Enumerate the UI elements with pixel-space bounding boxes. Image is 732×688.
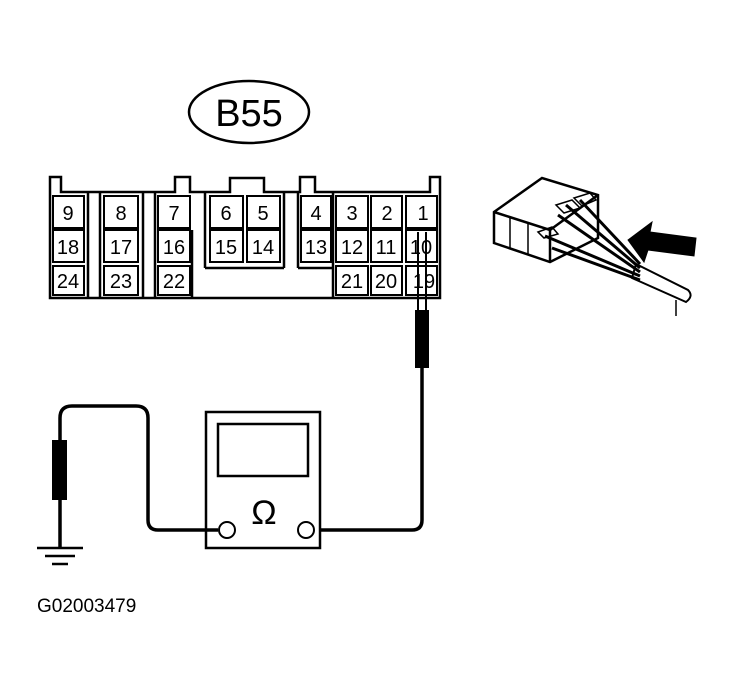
ohmmeter-icon: Ω [204,410,322,550]
pin-13: 13 [305,237,327,259]
probe-icon [318,232,429,532]
pin-9: 9 [62,203,73,225]
pin-5: 5 [257,203,268,225]
connector-id-label: B55 [215,93,283,135]
connector-face [48,175,442,300]
pin-3: 3 [346,203,357,225]
pin-17: 17 [110,237,132,259]
pin-14: 14 [252,237,274,259]
arrow-icon [627,220,697,264]
pin-11: 11 [376,237,397,259]
pin-19: 19 [413,271,435,293]
pin-6: 6 [220,203,231,225]
pin-23: 23 [110,271,132,293]
pin-8: 8 [115,203,126,225]
pin-7: 7 [168,203,179,225]
ground-probe-icon [52,440,67,500]
pin-1: 1 [417,203,428,225]
pin-18: 18 [57,237,79,259]
ground-icon [37,546,83,566]
connector-id-badge: B55 [187,79,311,145]
figure-code: G02003479 [37,596,136,617]
connector-icon [492,176,692,316]
pin-10: 10 [410,237,432,259]
pin-12: 12 [341,237,363,259]
pin-22: 22 [163,271,185,293]
pin-20: 20 [375,271,397,293]
pin-16: 16 [163,237,185,259]
pin-21: 21 [341,271,363,293]
pin-24: 24 [57,271,79,293]
pin-grid [52,195,438,296]
pin-15: 15 [215,237,237,259]
pin-2: 2 [381,203,392,225]
ohm-symbol: Ω [251,494,276,532]
ground-lead [58,404,218,548]
pin-4: 4 [310,203,321,225]
pin-labels: 1 2 3 4 5 6 7 8 9 10 11 12 13 14 15 16 1… [57,203,435,293]
